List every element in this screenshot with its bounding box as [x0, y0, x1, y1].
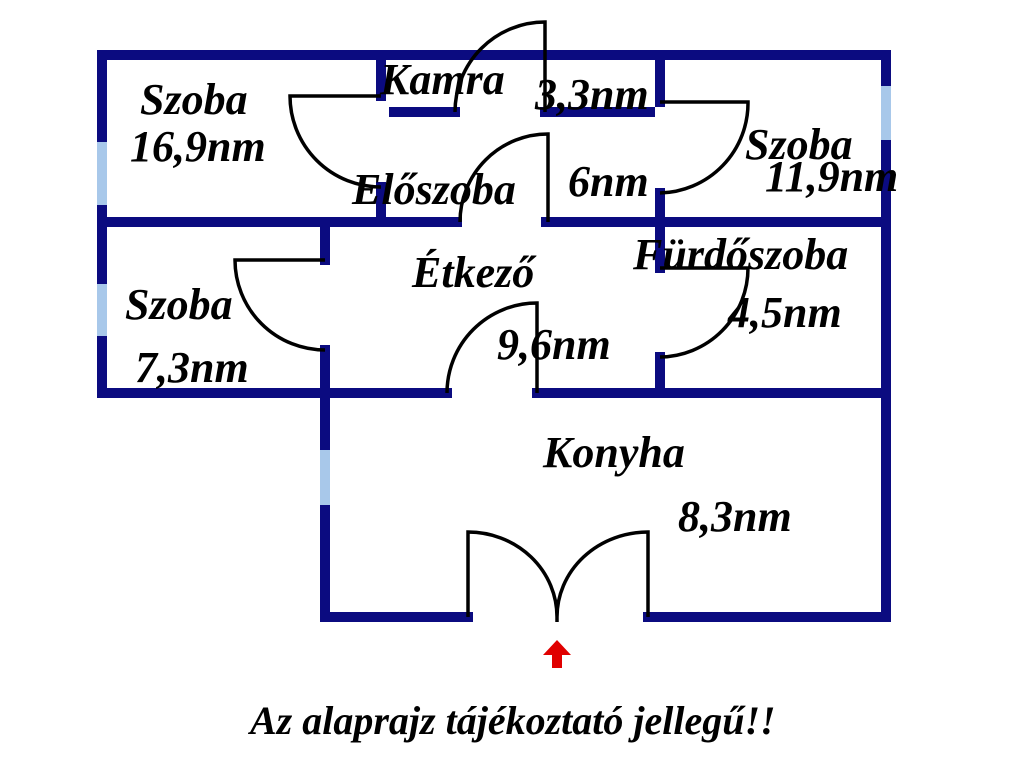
- door-kamra: [453, 20, 547, 113]
- door-szoba-11: [659, 100, 750, 195]
- entrance-door: [466, 530, 650, 622]
- disclaimer-note: Az alaprajz tájékoztató jellegű!!: [247, 698, 776, 743]
- windows: [97, 86, 891, 505]
- room-name-szoba-3: Szoba: [125, 280, 233, 329]
- room-name-eloszoba: Előszoba: [351, 165, 516, 214]
- door-eloszoba: [458, 132, 550, 223]
- room-name-kamra: Kamra: [379, 55, 505, 104]
- door-furdoszoba: [659, 266, 750, 359]
- room-labels: Szoba 16,9nm Kamra 3,3nm Előszoba 6nm Sz…: [125, 55, 898, 541]
- door-szoba-16: [288, 94, 382, 189]
- room-area-konyha: 8,3nm: [678, 492, 792, 541]
- room-name-szoba-2: Szoba: [745, 120, 853, 169]
- room-area-szoba-1: 16,9nm: [130, 122, 266, 171]
- room-area-furdoszoba: 4,5nm: [727, 288, 842, 337]
- room-area-szoba-2: 11,9nm: [765, 152, 898, 201]
- room-name-szoba-1: Szoba: [140, 75, 248, 124]
- room-name-etkezo: Étkező: [411, 248, 537, 297]
- door-etkezo-konyha: [445, 301, 539, 394]
- door-szoba-7: [233, 258, 326, 352]
- room-name-furdoszoba: Fürdőszoba: [632, 230, 848, 279]
- room-area-szoba-3: 7,3nm: [135, 343, 249, 392]
- room-name-konyha: Konyha: [542, 428, 685, 477]
- entrance-arrow-icon: [543, 640, 571, 668]
- room-area-eloszoba: 6nm: [568, 157, 649, 206]
- room-area-kamra: 3,3nm: [534, 70, 649, 119]
- doors: [233, 20, 750, 622]
- room-area-etkezo: 9,6nm: [497, 320, 611, 369]
